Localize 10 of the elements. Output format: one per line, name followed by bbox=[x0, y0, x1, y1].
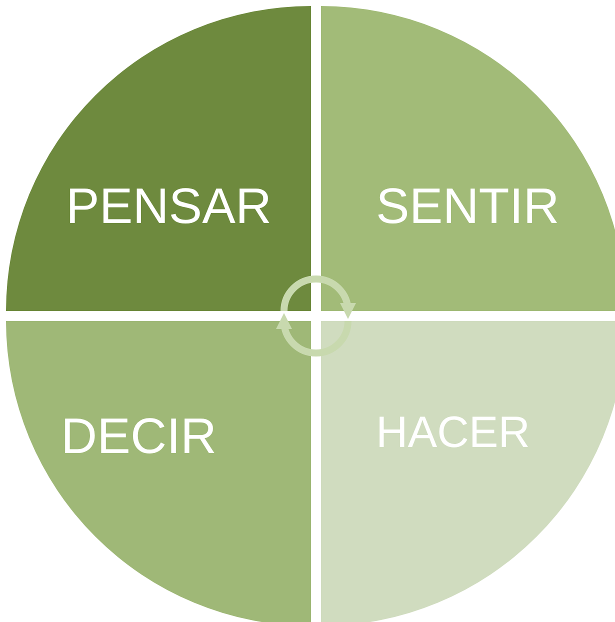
cycle-arrow bbox=[276, 313, 352, 356]
quadrant-segment bbox=[321, 6, 615, 311]
quadrant-segment bbox=[6, 6, 311, 311]
quadrant-label: PENSAR bbox=[66, 181, 272, 231]
quadrant-segment bbox=[6, 321, 311, 622]
quadrant-label: HACER bbox=[376, 411, 530, 455]
quadrant-label: SENTIR bbox=[376, 181, 560, 231]
quadrant-label: DECIR bbox=[61, 411, 217, 461]
cycle-arrow bbox=[280, 276, 356, 319]
quadrant-segment bbox=[321, 321, 615, 622]
